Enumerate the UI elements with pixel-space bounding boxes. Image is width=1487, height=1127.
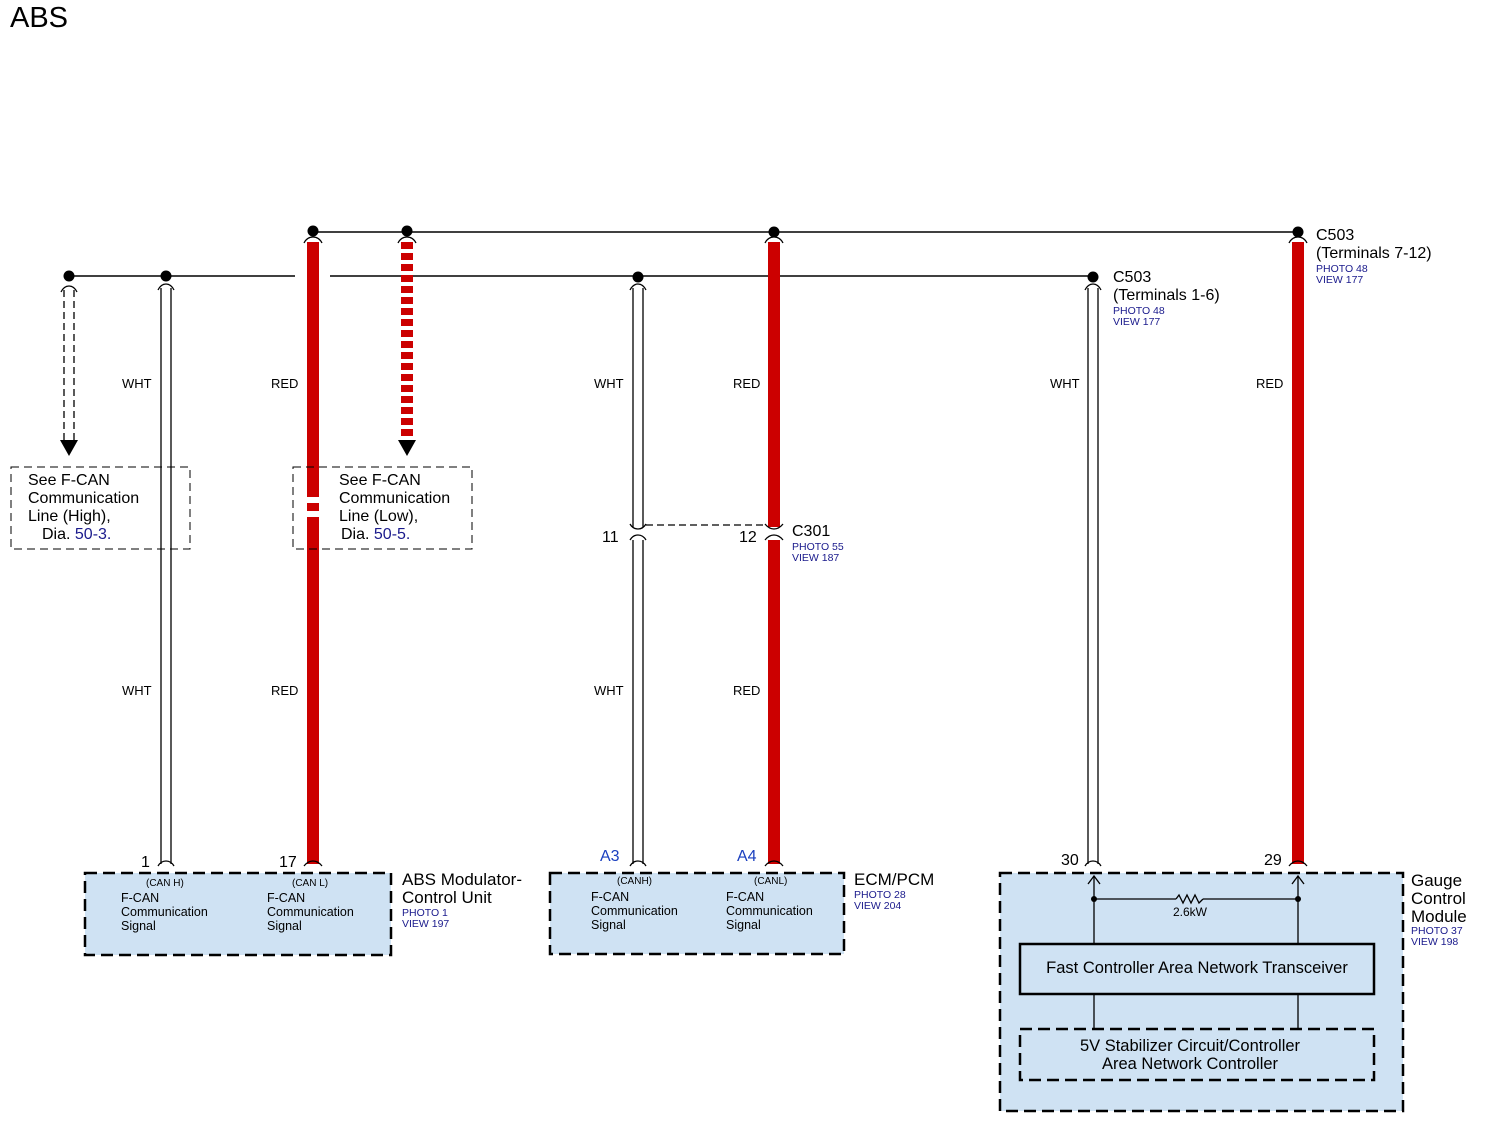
- abs-name-2: Control Unit: [402, 888, 492, 907]
- gauge-pin-30: 30: [1061, 852, 1079, 869]
- abs-photo[interactable]: PHOTO 1: [402, 907, 448, 919]
- c503b-photo[interactable]: PHOTO 48: [1316, 263, 1368, 275]
- ref-low-line2: Communication: [339, 490, 451, 507]
- signal-line: Communication: [726, 904, 813, 918]
- abs-signal-1: F-CAN Communication Signal: [121, 891, 208, 933]
- signal-line: F-CAN: [267, 891, 306, 905]
- c301-name: C301: [792, 523, 831, 540]
- c503a-name: C503: [1113, 269, 1152, 286]
- signal-line: Communication: [591, 904, 678, 918]
- abs-view[interactable]: VIEW 197: [402, 918, 450, 930]
- wire-terminals-bottom: [157, 860, 1308, 867]
- ref-arrow-low: [398, 242, 416, 456]
- splice-dots: [63, 225, 1304, 283]
- ref-low-line3: Line (Low),: [339, 508, 419, 525]
- ref-high-line2: Communication: [28, 490, 140, 507]
- signal-line: Signal: [726, 918, 761, 932]
- abs-signal-2: F-CAN Communication Signal: [267, 891, 354, 933]
- gauge-pin-29: 29: [1264, 852, 1282, 869]
- c503a-photo[interactable]: PHOTO 48: [1113, 305, 1165, 317]
- signal-line: Communication: [121, 905, 208, 919]
- signal-line: Signal: [121, 919, 156, 933]
- c301-pin-left: 11: [602, 529, 619, 546]
- signal-line: F-CAN: [591, 890, 630, 904]
- stabilizer-label-1: 5V Stabilizer Circuit/Controller: [1079, 1037, 1301, 1055]
- c301-view[interactable]: VIEW 187: [792, 552, 840, 564]
- signal-line: Communication: [267, 905, 354, 919]
- wire-color-label: WHT: [1050, 376, 1080, 391]
- abs-name-1: ABS Modulator-: [402, 870, 522, 889]
- ecm-signal-2: F-CAN Communication Signal: [726, 890, 813, 932]
- abs-pin-1: 1: [141, 854, 150, 871]
- ecm-module-box: [548, 871, 846, 956]
- ref-low-text: See F-CAN Communication Line (Low), Dia.…: [339, 473, 450, 543]
- resistor-value: 2.6kW: [1173, 905, 1208, 919]
- red-wires: [307, 242, 1304, 864]
- ecm-pin-a3: A3: [600, 848, 620, 865]
- ref-high-text: See F-CAN Communication Line (High), Dia…: [28, 473, 139, 543]
- wire-color-label: WHT: [594, 376, 624, 391]
- c503b-sub: (Terminals 7-12): [1316, 245, 1432, 262]
- ecm-view[interactable]: VIEW 204: [854, 900, 902, 912]
- ref-box-high: [10, 466, 191, 550]
- wire-color-label: RED: [733, 376, 761, 391]
- ref-high-line3: Line (High),: [28, 508, 111, 525]
- wire-color-label: WHT: [122, 376, 152, 391]
- ecm-photo[interactable]: PHOTO 28: [854, 889, 906, 901]
- c301-connector-graphic: [629, 523, 784, 541]
- gauge-internal-wiring: [1087, 874, 1305, 1029]
- abs-pin-17: 17: [279, 854, 297, 871]
- page-title: ABS: [10, 2, 69, 34]
- ref-arrow-high: [60, 290, 78, 456]
- gauge-name-3: Module: [1411, 907, 1467, 926]
- c503a-view[interactable]: VIEW 177: [1113, 316, 1161, 328]
- ecm-name: ECM/PCM: [854, 870, 935, 889]
- gauge-photo[interactable]: PHOTO 37: [1411, 925, 1463, 937]
- wire-color-label: RED: [1256, 376, 1284, 391]
- signal-line: Signal: [267, 919, 302, 933]
- c301-pin-right: 12: [739, 529, 757, 546]
- gauge-view[interactable]: VIEW 198: [1411, 936, 1459, 948]
- signal-line: F-CAN: [121, 891, 160, 905]
- white-wires: [160, 288, 1099, 864]
- ref-low-dia-link[interactable]: 50-5.: [373, 526, 411, 543]
- transceiver-label: Fast Controller Area Network Transceiver: [1046, 959, 1348, 977]
- c503b-name: C503: [1316, 227, 1355, 244]
- wire-color-label: RED: [271, 683, 299, 698]
- gauge-name-2: Control: [1411, 889, 1466, 908]
- c503a-sub: (Terminals 1-6): [1113, 287, 1220, 304]
- wire-color-label: WHT: [122, 683, 152, 698]
- wire-color-label: WHT: [594, 683, 624, 698]
- wire-terminals-top: [60, 236, 1308, 293]
- signal-line: Signal: [591, 918, 626, 932]
- stabilizer-label-2: Area Network Controller: [1101, 1055, 1279, 1073]
- abs-pin1-tag: (CAN H): [146, 878, 184, 889]
- stabilizer-box: [1018, 1027, 1376, 1082]
- ref-high-line1: See F-CAN: [28, 472, 110, 489]
- ref-high-dia-prefix: Dia.: [42, 526, 71, 543]
- signal-line: F-CAN: [726, 890, 765, 904]
- ref-box-low: [292, 466, 473, 550]
- ref-high-dia-link[interactable]: 50-3.: [74, 526, 112, 543]
- ecm-pin-a4: A4: [737, 848, 757, 865]
- c503b-view[interactable]: VIEW 177: [1316, 274, 1364, 286]
- wire-color-label: RED: [271, 376, 299, 391]
- wire-color-label: RED: [733, 683, 761, 698]
- c301-photo[interactable]: PHOTO 55: [792, 541, 844, 553]
- ecm-signal-1: F-CAN Communication Signal: [591, 890, 678, 932]
- transceiver-box: [1018, 942, 1376, 996]
- ref-low-line1: See F-CAN: [339, 472, 421, 489]
- ecm-pin2-tag: (CANL): [754, 876, 788, 887]
- abs-pin2-tag: (CAN L): [292, 878, 329, 889]
- gauge-name-1: Gauge: [1411, 871, 1463, 890]
- ecm-pin1-tag: (CANH): [617, 876, 652, 887]
- abs-module-box: [83, 871, 393, 957]
- ref-low-dia-prefix: Dia.: [341, 526, 370, 543]
